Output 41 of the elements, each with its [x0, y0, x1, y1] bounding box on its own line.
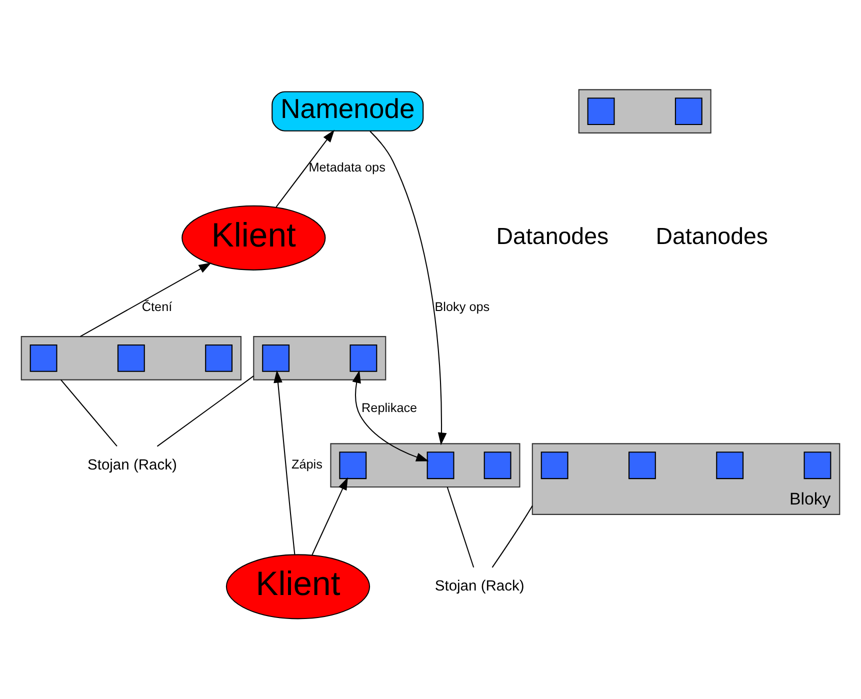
arrow: [312, 476, 348, 555]
edge-label: Replikace: [362, 400, 418, 415]
arrow: [370, 130, 447, 445]
node-text: Stojan (Rack): [434, 578, 524, 594]
node-ellipse: Klient: [182, 204, 326, 270]
node-box: [339, 451, 367, 479]
label: Datanodes: [656, 222, 768, 248]
node-box: [674, 97, 702, 125]
node-box: [804, 451, 832, 479]
connector: [60, 378, 118, 446]
node-box: [262, 344, 290, 372]
node-box: [30, 344, 58, 372]
node-box: [587, 97, 615, 125]
connector: [446, 486, 474, 568]
edge-label: Čtení: [142, 299, 172, 314]
cluster: Bloky: [532, 442, 840, 514]
node-box: [205, 344, 233, 372]
node-box: [350, 344, 378, 372]
cluster: [253, 336, 386, 380]
edge-label: Bloky ops: [434, 299, 490, 314]
node-box: Namenode: [272, 90, 424, 131]
arrow: [274, 370, 296, 554]
node-box: [484, 451, 512, 479]
node-box: [540, 451, 568, 479]
connector: [156, 374, 254, 446]
arrow: [352, 370, 429, 461]
connector: [492, 504, 533, 568]
node-box: [426, 451, 454, 479]
arrow: [276, 129, 335, 207]
node-ellipse: Klient: [226, 554, 370, 619]
node-text: Stojan (Rack): [87, 456, 177, 473]
cluster: [20, 336, 242, 380]
label: Datanodes: [496, 222, 609, 248]
edge-label: Zápis: [291, 457, 322, 472]
cluster: [330, 442, 520, 488]
cluster: [578, 88, 712, 133]
edge-label: Metadata ops: [308, 160, 386, 174]
node-box: [716, 451, 744, 479]
arrow: [80, 262, 212, 336]
node-box: [628, 451, 656, 479]
node-box: [117, 344, 145, 372]
